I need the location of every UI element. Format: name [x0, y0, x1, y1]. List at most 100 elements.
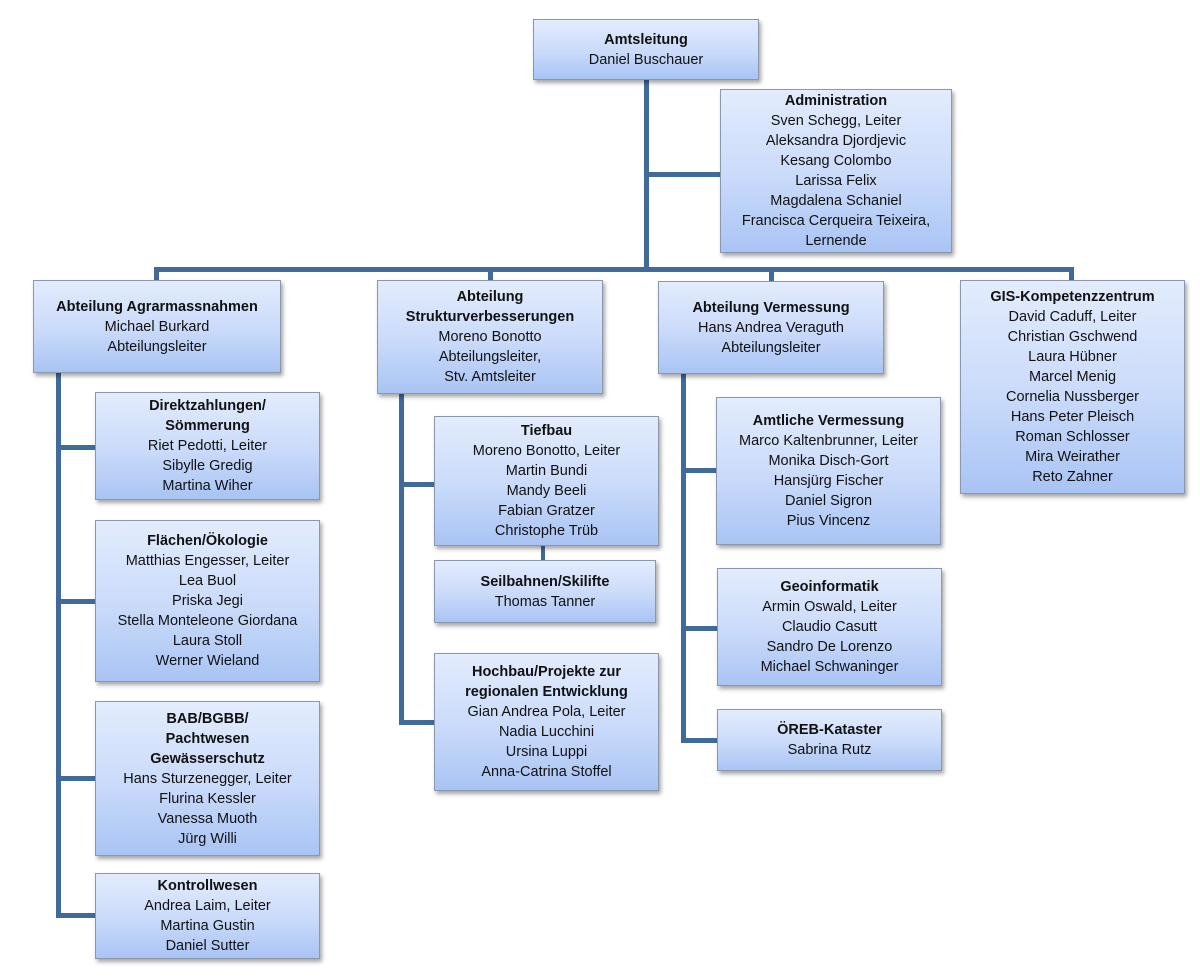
- node-member: Christophe Trüb: [494, 523, 599, 539]
- node-title: Administration: [784, 93, 888, 109]
- node-seilbahnen: Seilbahnen/Skilifte Thomas Tanner: [434, 560, 656, 623]
- node-member: Werner Wieland: [155, 653, 260, 669]
- node-member: Stv. Amtsleiter: [444, 369, 536, 385]
- node-member: Cornelia Nussberger: [1006, 389, 1139, 405]
- connector-bab: [56, 776, 96, 781]
- node-member: Sibylle Gredig: [162, 458, 253, 474]
- connector-tiefbau: [399, 482, 435, 487]
- node-member: Thomas Tanner: [494, 593, 596, 610]
- node-title: Abteilung Vermessung: [692, 299, 850, 316]
- node-member: Martin Bundi: [505, 463, 588, 479]
- node-member: Monika Disch-Gort: [768, 453, 889, 469]
- node-title: ÖREB-Kataster: [777, 722, 882, 738]
- node-flaechen: Flächen/Ökologie Matthias Engesser, Leit…: [95, 520, 320, 682]
- connector-horizontal-main: [154, 267, 1074, 272]
- node-member: Kesang Colombo: [780, 153, 892, 169]
- node-member: Marcel Menig: [1028, 369, 1117, 385]
- node-member: Riet Pedotti, Leiter: [147, 438, 268, 454]
- connector-admin: [644, 172, 721, 177]
- node-member: Lernende: [805, 233, 867, 249]
- node-member: Ursina Luppi: [505, 744, 588, 760]
- node-member: Laura Hübner: [1028, 349, 1117, 365]
- node-member: Andrea Laim, Leiter: [144, 898, 271, 914]
- node-member: Hansjürg Fischer: [773, 473, 884, 489]
- node-member: Flurina Kessler: [159, 790, 256, 807]
- node-member: Reto Zahner: [1032, 469, 1113, 485]
- connector-struktur-drop: [488, 267, 493, 282]
- node-member: Claudio Casutt: [781, 619, 878, 635]
- node-member: Vanessa Muoth: [157, 810, 258, 827]
- node-member: Jürg Willi: [178, 830, 237, 847]
- node-member: Larissa Felix: [795, 173, 877, 189]
- node-member: Daniel Sutter: [165, 938, 250, 954]
- node-member: Marco Kaltenbrunner, Leiter: [739, 433, 918, 449]
- node-title: Kontrollwesen: [157, 878, 258, 894]
- node-amtlich: Amtliche Vermessung Marco Kaltenbrunner,…: [716, 397, 941, 545]
- node-member: Priska Jegi: [172, 593, 243, 609]
- node-member: Pius Vincenz: [786, 513, 871, 529]
- node-geoinf: Geoinformatik Armin Oswald, Leiter Claud…: [717, 568, 942, 686]
- node-member: Christian Gschwend: [1007, 329, 1138, 345]
- node-member: Moreno Bonotto: [438, 329, 542, 345]
- connector-agrar-vertical: [56, 372, 61, 917]
- node-gis: GIS-Kompetenzzentrum David Caduff, Leite…: [960, 280, 1185, 494]
- node-title: Tiefbau: [520, 423, 573, 439]
- node-amtsleitung: Amtsleitung Daniel Buschauer: [533, 19, 759, 80]
- node-member: Lea Buol: [178, 573, 237, 589]
- node-member: Martina Gustin: [160, 918, 255, 934]
- connector-vermessung-vertical: [681, 373, 686, 743]
- node-title: Abteilung Agrarmassnahmen: [56, 298, 258, 315]
- connector-oereb: [681, 738, 718, 743]
- connector-agrar-drop: [154, 267, 159, 282]
- node-member: Armin Oswald, Leiter: [762, 599, 897, 615]
- node-tiefbau: Tiefbau Moreno Bonotto, Leiter Martin Bu…: [434, 416, 659, 546]
- node-struktur: Abteilung Strukturverbesserungen Moreno …: [377, 280, 603, 394]
- connector-direkt: [56, 445, 96, 450]
- node-oereb: ÖREB-Kataster Sabrina Rutz: [717, 709, 942, 771]
- connector-amtlich: [681, 468, 718, 473]
- node-member: Daniel Buschauer: [588, 51, 704, 68]
- node-title: Seilbahnen/Skilifte: [480, 573, 610, 590]
- connector-vermessung-drop: [769, 267, 774, 282]
- node-member: Daniel Sigron: [784, 493, 873, 509]
- node-bab: BAB/BGBB/ Pachtwesen Gewässerschutz Hans…: [95, 701, 320, 856]
- node-member: Francisca Cerqueira Teixeira,: [741, 213, 931, 229]
- node-member: Laura Stoll: [172, 633, 243, 649]
- connector-kontroll: [56, 913, 96, 918]
- node-member: Hans Andrea Veraguth: [698, 319, 844, 336]
- node-member: Abteilungsleiter: [721, 339, 821, 356]
- node-member: Sandro De Lorenzo: [766, 639, 893, 655]
- node-title: Flächen/Ökologie: [147, 533, 268, 549]
- node-kontroll: Kontrollwesen Andrea Laim, Leiter Martin…: [95, 873, 320, 959]
- node-member: Stella Monteleone Giordana: [117, 613, 298, 629]
- node-member: Michael Schwaninger: [760, 659, 899, 675]
- node-title: Direktzahlungen/ Sömmerung: [149, 398, 266, 434]
- node-member: Mira Weirather: [1025, 449, 1120, 465]
- node-title: Geoinformatik: [780, 579, 879, 595]
- node-member: Fabian Gratzer: [498, 503, 595, 519]
- node-title: Amtsleitung: [604, 31, 688, 48]
- connector-geoinf: [681, 626, 718, 631]
- node-member: Martina Wiher: [162, 478, 253, 494]
- node-member: Hans Sturzenegger, Leiter: [123, 770, 292, 787]
- connector-gis-drop: [1069, 267, 1074, 282]
- node-member: Sven Schegg, Leiter: [770, 113, 902, 129]
- node-member: Aleksandra Djordjevic: [765, 133, 907, 149]
- node-member: Anna-Catrina Stoffel: [481, 764, 612, 780]
- node-direkt: Direktzahlungen/ Sömmerung Riet Pedotti,…: [95, 392, 320, 500]
- node-title: BAB/BGBB/ Pachtwesen Gewässerschutz: [150, 710, 265, 767]
- connector-flaechen: [56, 599, 96, 604]
- connector-hochbau: [399, 720, 435, 725]
- node-member: Abteilungsleiter,: [438, 349, 542, 365]
- node-member: Magdalena Schaniel: [770, 193, 902, 209]
- node-title: Abteilung Strukturverbesserungen: [405, 289, 575, 325]
- node-member: Mandy Beeli: [506, 483, 587, 499]
- node-member: Hans Peter Pleisch: [1010, 409, 1135, 425]
- node-member: Matthias Engesser, Leiter: [125, 553, 290, 569]
- connector-seilbahnen: [541, 545, 545, 561]
- node-member: Nadia Lucchini: [498, 724, 595, 740]
- node-title: GIS-Kompetenzzentrum: [990, 289, 1155, 305]
- node-member: Roman Schlosser: [1015, 429, 1130, 445]
- node-title: Hochbau/Projekte zur regionalen Entwickl…: [465, 664, 628, 700]
- node-member: Gian Andrea Pola, Leiter: [467, 704, 626, 720]
